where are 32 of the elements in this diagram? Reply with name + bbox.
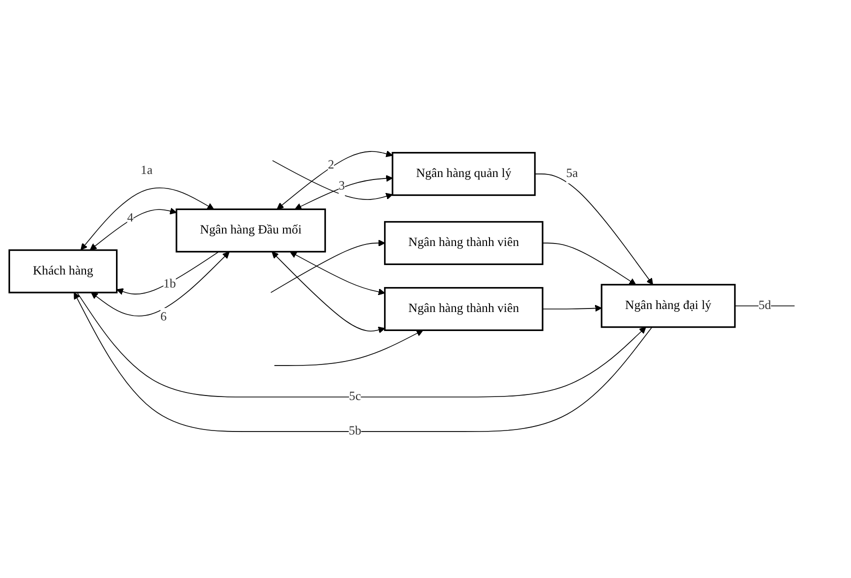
node-box: Khách hàng	[8, 249, 118, 294]
node-box: Ngân hàng thành viên	[384, 221, 544, 266]
edge-label: 4	[127, 211, 134, 225]
node-box: Ngân hàng đại lý	[600, 284, 736, 328]
arrow	[116, 251, 220, 295]
node-box: Ngân hàng thành viên	[384, 287, 544, 332]
arrow	[290, 252, 386, 296]
edge-label: 1b	[163, 277, 176, 291]
edge-label: 3	[338, 180, 345, 193]
arrow	[542, 242, 636, 285]
edge-label: 5d	[758, 298, 772, 312]
arrow	[90, 208, 177, 250]
arrow	[294, 174, 393, 210]
arrow	[276, 150, 393, 210]
node-box: Ngân hàng Đầu mối	[176, 208, 326, 252]
arrow	[534, 174, 654, 285]
arrow	[90, 252, 230, 316]
arrow	[270, 240, 386, 293]
edge-label: 2	[328, 158, 334, 172]
arrow	[272, 252, 386, 334]
edge-label: 1a	[140, 164, 153, 178]
arrow	[272, 160, 393, 200]
edge-label: 5c	[349, 390, 361, 404]
arrow	[74, 292, 652, 432]
arrow	[76, 292, 646, 398]
edge-label: 5a	[566, 166, 578, 180]
arrow	[274, 330, 424, 366]
arrow	[542, 304, 602, 312]
edge-label: 6	[160, 310, 167, 324]
arrow	[80, 188, 214, 250]
node-box: Ngân hàng quản lý	[392, 152, 536, 196]
edge-label: 5b	[348, 424, 362, 438]
